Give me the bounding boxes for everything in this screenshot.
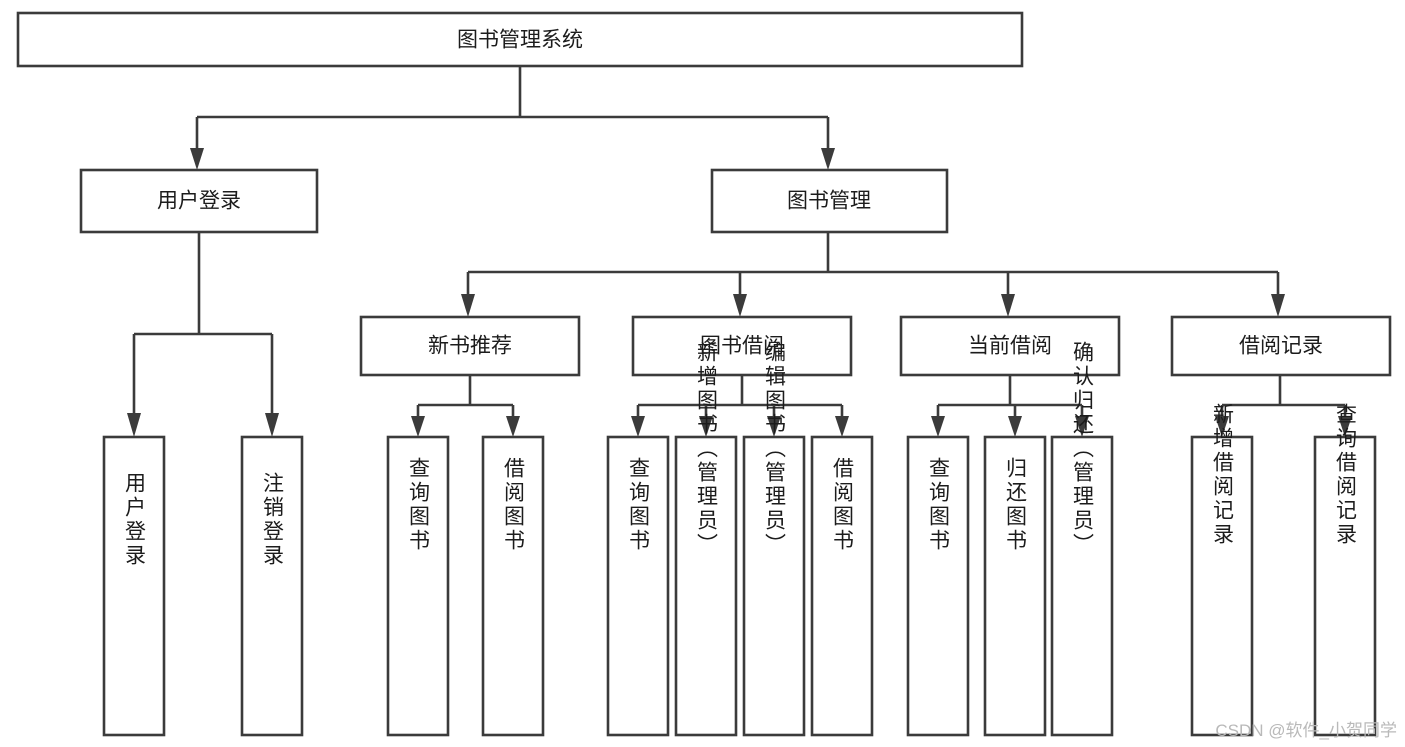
leaf-box — [606, 435, 670, 737]
arrow-newbook-leaf2 — [506, 416, 520, 437]
node-book-management[interactable]: 图书管理 — [710, 168, 949, 234]
book-borrow-box — [631, 315, 853, 377]
leaf-label: 确认归还（管理员） — [1071, 341, 1095, 557]
arrow-bookborrow-leaf2 — [699, 416, 713, 437]
leaf-label: 归还图书 — [1004, 457, 1028, 553]
leaf-node-logout-login[interactable]: 注销登录 — [240, 435, 304, 737]
leaf-node-query-book-current[interactable]: 查询图书 — [906, 435, 970, 737]
book-borrow-label: 图书借阅 — [700, 335, 784, 358]
arrow-to-borrow-record — [1271, 294, 1285, 317]
csdn-watermark: CSDN @软件_小贺同学 — [1215, 721, 1397, 740]
leaf-box — [386, 435, 450, 737]
leaf-box — [240, 435, 304, 737]
arrow-bookborrow-leaf4 — [835, 416, 849, 437]
leaf-box — [742, 435, 806, 737]
new-book-recommend-label: 新书推荐 — [428, 335, 512, 358]
arrow-to-book-borrow — [733, 294, 747, 317]
leaf-node-query-book-borrow[interactable]: 查询图书 — [606, 435, 670, 737]
leaf-node-add-book-admin[interactable]: 新增图书（管理员） — [674, 341, 738, 737]
leaf-box — [810, 435, 874, 737]
leaf-node-user-login[interactable]: 用户登录 — [102, 435, 166, 737]
arrow-currentborrow-leaf1 — [931, 416, 945, 437]
leaf-label: 查询图书 — [627, 457, 651, 553]
leaf-node-return-book[interactable]: 归还图书 — [983, 435, 1047, 737]
user-login-label: 用户登录 — [157, 190, 241, 213]
node-new-book-recommend[interactable]: 新书推荐 — [359, 315, 581, 377]
book-management-label: 图书管理 — [787, 190, 871, 213]
arrow-to-user-login — [190, 148, 204, 170]
leaf-label: 查询图书 — [407, 457, 431, 553]
arrow-currentborrow-leaf2 — [1008, 416, 1022, 437]
borrow-record-box — [1170, 315, 1392, 377]
arrow-borrowrecord-leaf1 — [1215, 416, 1229, 437]
user-login-box — [79, 168, 319, 234]
leaf-box — [983, 435, 1047, 737]
arrow-bookborrow-leaf1 — [631, 416, 645, 437]
leaf-label: 借阅图书 — [831, 457, 855, 553]
current-borrow-box — [899, 315, 1121, 377]
connector-layer — [127, 66, 1352, 437]
leaf-box — [481, 435, 545, 737]
borrow-record-label: 借阅记录 — [1239, 335, 1323, 358]
arrow-currentborrow-leaf3 — [1075, 416, 1089, 437]
arrow-userlogin-leaf2 — [265, 413, 279, 437]
arrow-bookborrow-leaf3 — [767, 416, 781, 437]
arrow-to-current-borrow — [1001, 294, 1015, 317]
leaf-label: 新增图书（管理员） — [695, 341, 719, 557]
leaf-label: 新增借阅记录 — [1211, 403, 1235, 547]
node-user-login[interactable]: 用户登录 — [79, 168, 319, 234]
leaf-box — [1050, 435, 1114, 737]
leaf-node-query-book-newbook[interactable]: 查询图书 — [386, 435, 450, 737]
node-borrow-record[interactable]: 借阅记录 — [1170, 315, 1392, 377]
arrow-to-new-book-rec — [461, 294, 475, 317]
node-book-borrow[interactable]: 图书借阅 — [631, 315, 853, 377]
leaf-label: 借阅图书 — [502, 457, 526, 553]
leaf-node-borrow-book[interactable]: 借阅图书 — [810, 435, 874, 737]
root-box — [16, 11, 1024, 68]
leaf-label: 注销登录 — [261, 472, 285, 568]
current-borrow-label: 当前借阅 — [968, 335, 1052, 358]
leaf-node-query-borrow-record[interactable]: 查询借阅记录 — [1313, 403, 1377, 737]
leaf-box — [1190, 435, 1254, 737]
leaf-node-borrow-book-newbook[interactable]: 借阅图书 — [481, 435, 545, 737]
arrow-to-book-mgmt — [821, 148, 835, 170]
leaf-node-edit-book-admin[interactable]: 编辑图书（管理员） — [742, 341, 806, 737]
book-management-box — [710, 168, 949, 234]
leaf-label: 查询借阅记录 — [1334, 403, 1358, 547]
leaf-label: 编辑图书（管理员） — [763, 341, 787, 557]
root-label: 图书管理系统 — [457, 29, 583, 52]
arrow-borrowrecord-leaf2 — [1338, 416, 1352, 437]
node-current-borrow[interactable]: 当前借阅 — [899, 315, 1121, 377]
leaf-box — [1313, 435, 1377, 737]
leaf-box — [102, 435, 166, 737]
new-book-recommend-box — [359, 315, 581, 377]
leaf-label: 用户登录 — [123, 472, 147, 568]
leaf-box — [906, 435, 970, 737]
node-root-system[interactable]: 图书管理系统 — [16, 11, 1024, 68]
arrow-userlogin-leaf1 — [127, 413, 141, 437]
leaf-node-confirm-return-admin[interactable]: 确认归还（管理员） — [1050, 341, 1114, 737]
leaf-box — [674, 435, 738, 737]
leaf-label: 查询图书 — [927, 457, 951, 553]
leaf-node-add-borrow-record[interactable]: 新增借阅记录 — [1190, 403, 1254, 737]
arrow-newbook-leaf1 — [411, 416, 425, 437]
